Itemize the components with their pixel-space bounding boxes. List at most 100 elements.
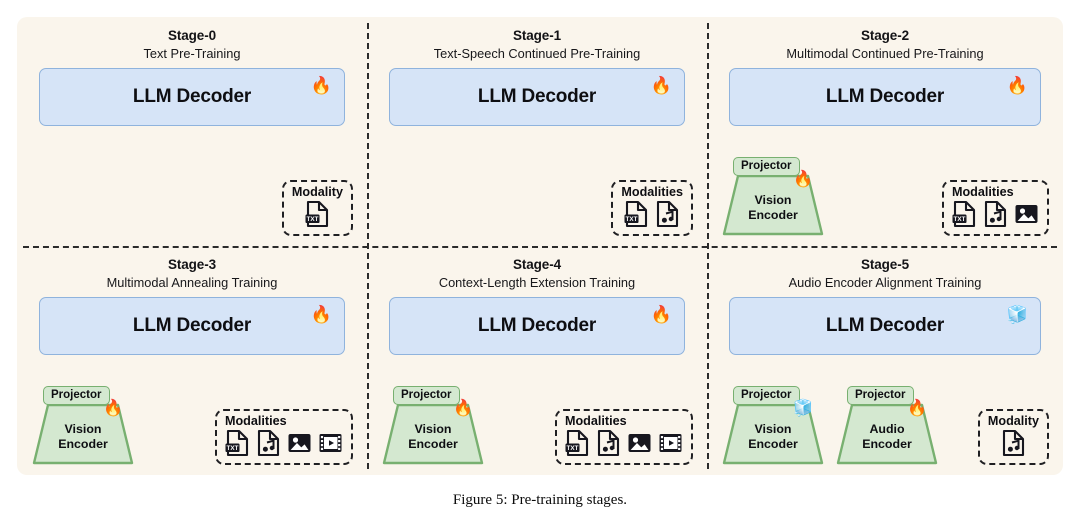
audio-file-icon bbox=[655, 200, 680, 228]
svg-text:TXT: TXT bbox=[626, 216, 638, 223]
stage-subtitle: Text-Speech Continued Pre-Training bbox=[433, 45, 641, 61]
llm-decoder-label: LLM Decoder bbox=[132, 314, 252, 336]
audio-file-icon bbox=[1001, 429, 1026, 457]
text-file-icon: TXT bbox=[565, 429, 590, 457]
modality-icon-list: TXT bbox=[952, 200, 1039, 228]
text-file-icon: TXT bbox=[225, 429, 250, 457]
image-file-icon bbox=[287, 429, 312, 457]
stage-title: Stage-0 bbox=[167, 28, 217, 43]
encoder-label-line1: Vision bbox=[414, 421, 452, 436]
fire-icon: 🔥 bbox=[650, 304, 672, 324]
fire-icon: 🔥 bbox=[1006, 75, 1028, 95]
fire-icon: 🔥 bbox=[907, 400, 927, 417]
modality-icon-list bbox=[988, 429, 1039, 457]
projector-block[interactable]: Projector bbox=[733, 386, 800, 405]
llm-decoder-block[interactable]: LLM Decoder 🧊 bbox=[729, 296, 1041, 355]
svg-text:TXT: TXT bbox=[307, 216, 319, 223]
projector-block[interactable]: Projector bbox=[847, 386, 914, 405]
text-file-icon: TXT bbox=[305, 200, 330, 228]
projector-block[interactable]: Projector bbox=[43, 386, 110, 405]
llm-decoder-block[interactable]: LLM Decoder🔥 bbox=[389, 67, 685, 126]
stage-title: Stage-2 bbox=[860, 28, 910, 43]
fire-icon: 🔥 bbox=[453, 400, 473, 417]
modality-box-title: Modality bbox=[291, 185, 343, 199]
video-file-icon bbox=[658, 429, 683, 457]
stage-title: Stage-5 bbox=[860, 257, 910, 272]
encoder-label-line1: Vision bbox=[64, 421, 102, 436]
llm-decoder-block[interactable]: LLM Decoder🔥 bbox=[389, 296, 685, 355]
audio-file-icon bbox=[256, 429, 281, 457]
stage-subtitle: Multimodal Continued Pre-Training bbox=[786, 45, 984, 61]
stage-title: Stage-3 bbox=[167, 257, 217, 272]
encoder-label-line2: Encoder bbox=[748, 436, 798, 451]
llm-decoder-label: LLM Decoder bbox=[825, 85, 945, 107]
ice-cube-icon: 🧊 bbox=[793, 400, 813, 417]
fire-icon: 🔥 bbox=[793, 171, 813, 188]
image-file-icon bbox=[1014, 200, 1039, 228]
encoder-label-line2: Encoder bbox=[748, 207, 798, 222]
panel-divider-horizontal bbox=[23, 246, 1057, 248]
svg-text:TXT: TXT bbox=[567, 445, 579, 452]
fire-icon: 🔥 bbox=[310, 304, 332, 324]
llm-decoder-block[interactable]: LLM Decoder 🔥 bbox=[39, 67, 345, 126]
modality-box[interactable]: Modality bbox=[977, 409, 1049, 465]
text-file-icon: TXT bbox=[952, 200, 977, 228]
stage-title: Stage-4 bbox=[512, 257, 562, 272]
fire-icon: 🔥 bbox=[103, 400, 123, 417]
encoder-label-line1: Vision bbox=[754, 421, 792, 436]
encoder-label-line1: Audio bbox=[869, 421, 905, 436]
modality-box-title: Modalities bbox=[621, 185, 683, 199]
stage-subtitle: Multimodal Annealing Training bbox=[106, 274, 278, 290]
text-file-icon: TXT bbox=[624, 200, 649, 228]
llm-decoder-label: LLM Decoder bbox=[477, 85, 597, 107]
llm-decoder-block[interactable]: LLM Decoder 🔥 bbox=[39, 296, 345, 355]
stage-subtitle: Audio Encoder Alignment Training bbox=[788, 274, 982, 290]
video-file-icon bbox=[318, 429, 343, 457]
llm-decoder-label: LLM Decoder bbox=[825, 314, 945, 336]
ice-cube-icon: 🧊 bbox=[1006, 304, 1028, 324]
llm-decoder-block[interactable]: LLM Decoder 🔥 bbox=[729, 67, 1041, 126]
audio-file-icon bbox=[596, 429, 621, 457]
modality-box-title: Modalities bbox=[225, 414, 287, 428]
projector-block[interactable]: Projector bbox=[733, 157, 800, 176]
projector-block[interactable]: Projector bbox=[393, 386, 460, 405]
llm-decoder-label: LLM Decoder bbox=[132, 85, 252, 107]
encoder-label-line1: Vision bbox=[754, 192, 792, 207]
fire-icon: 🔥 bbox=[310, 75, 332, 95]
stage-subtitle: Text Pre-Training bbox=[143, 45, 241, 61]
svg-text:TXT: TXT bbox=[227, 445, 239, 452]
